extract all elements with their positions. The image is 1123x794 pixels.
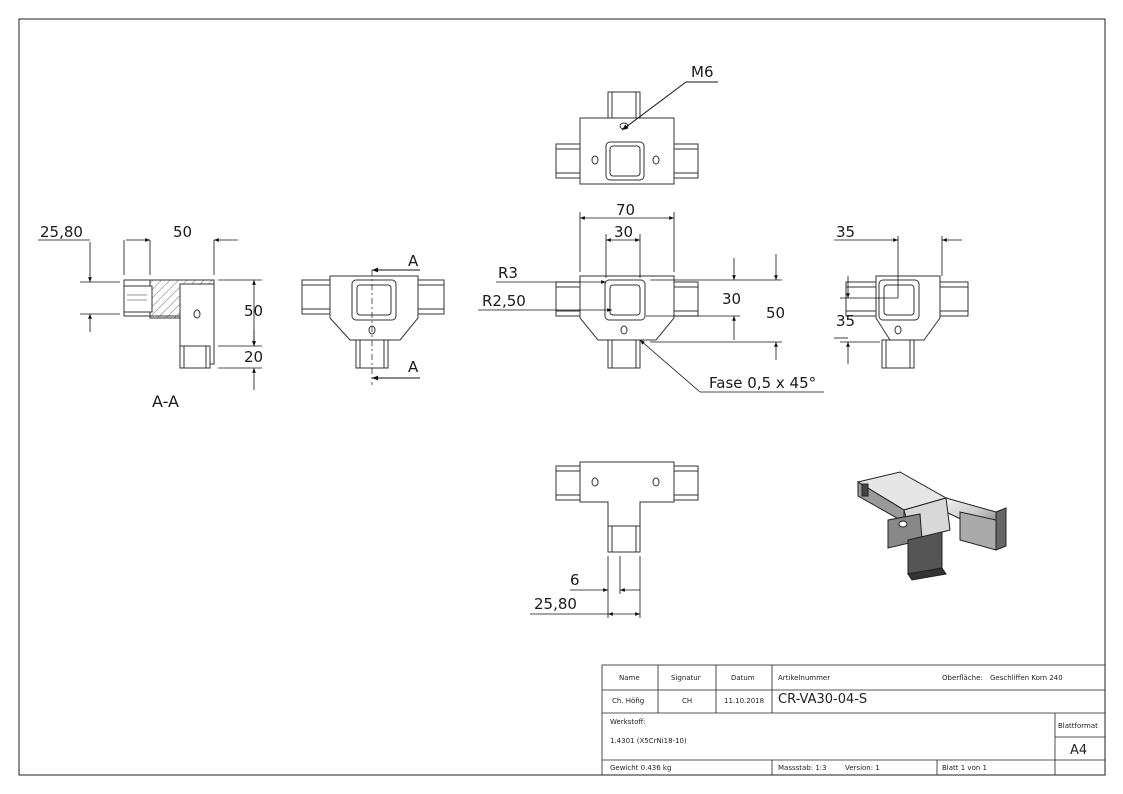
article-header: Artikelnummer (778, 674, 830, 682)
front-view-main (555, 275, 699, 369)
isometric-view (856, 471, 1007, 581)
bottom-offset-label: 25,80 (534, 595, 577, 613)
weight-value: Gewicht 0.436 kg (610, 764, 671, 772)
front-width-inner-label: 30 (614, 223, 633, 241)
section-height-label: 50 (244, 302, 263, 320)
side-dimension-lines (834, 236, 962, 364)
sheet-format-label: Blattformat (1058, 722, 1098, 730)
sheet-number: Blatt 1 von 1 (942, 764, 987, 772)
section-marker-top: A (408, 252, 419, 270)
section-width-label: 50 (173, 223, 192, 241)
bottom-dimension-lines (530, 556, 641, 618)
surface-label: Oberfläche: (942, 674, 983, 682)
side-height-label: 35 (836, 312, 855, 330)
section-offset-label: 25,80 (40, 223, 83, 241)
radius-inner-label: R2,50 (482, 292, 526, 310)
version-value: Version: 1 (845, 764, 880, 772)
article-value: CR-VA30-04-S (778, 692, 867, 707)
front-view-left (301, 270, 445, 385)
name-value: Ch. Höfig (612, 697, 644, 705)
signature-header: Signatur (671, 674, 701, 682)
front-dimension-lines (478, 212, 824, 393)
top-view (555, 91, 699, 185)
surface-value: Geschliffen Korn 240 (990, 674, 1063, 682)
section-view (123, 279, 215, 369)
material-label: Werkstoff: (610, 718, 646, 726)
m6-leader (621, 81, 687, 131)
front-height-inner-label: 30 (722, 290, 741, 308)
radius-outer-label: R3 (498, 264, 518, 282)
side-view (845, 275, 969, 369)
name-header: Name (619, 674, 640, 682)
scale-value: Massstab: 1:3 (778, 764, 827, 772)
title-block (601, 664, 1106, 776)
section-marker-bottom: A (408, 358, 419, 376)
side-width-label: 35 (836, 223, 855, 241)
sheet-format-value: A4 (1070, 743, 1087, 758)
front-height-outer-label: 50 (766, 304, 785, 322)
m6-thread-label: M6 (691, 63, 714, 81)
bottom-hole-depth-label: 6 (570, 571, 580, 589)
sheet-border (18, 18, 1106, 776)
chamfer-note: Fase 0,5 x 45° (709, 374, 816, 392)
section-dimension-lines (38, 238, 262, 390)
date-header: Datum (731, 674, 755, 682)
section-title: A-A (152, 392, 179, 411)
front-width-outer-label: 70 (616, 201, 635, 219)
date-value: 11.10.2018 (724, 697, 764, 705)
section-markers (372, 267, 420, 381)
section-stub-label: 20 (244, 348, 263, 366)
signature-value: CH (682, 697, 692, 705)
bottom-view (555, 461, 699, 553)
material-value: 1.4301 (X5CrNi18-10) (610, 737, 687, 745)
